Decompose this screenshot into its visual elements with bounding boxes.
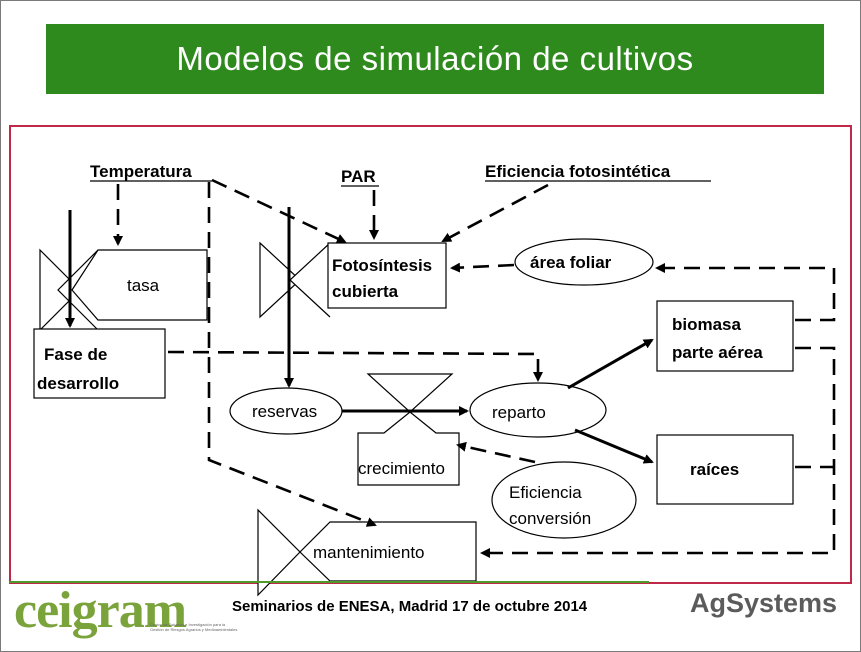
tasa-label: tasa — [127, 276, 160, 295]
tasa-valve — [39, 248, 208, 332]
reparto-ellipse — [469, 382, 607, 438]
ceigram-logo-subtitle: Centro de Estudios e Investigación para … — [150, 622, 238, 632]
raices-label: raíces — [690, 460, 739, 479]
dashed-flows — [113, 178, 836, 558]
footer-text: Seminarios de ENESA, Madrid 17 de octubr… — [232, 598, 588, 615]
eficiencia-conv-label-2: conversión — [509, 509, 591, 528]
diagram-frame — [9, 125, 852, 584]
area-foliar-label: área foliar — [530, 253, 612, 272]
reparto-label: reparto — [492, 403, 546, 422]
eficiencia-conv-label-1: Eficiencia — [509, 483, 582, 502]
eficiencia-fotosintetica-label: Eficiencia fotosintética — [485, 162, 671, 181]
mantenimiento-label: mantenimiento — [313, 543, 425, 562]
fase-label-1: Fase de — [44, 345, 107, 364]
temperatura-label: Temperatura — [90, 162, 192, 181]
par-label: PAR — [341, 167, 376, 186]
reservas-label: reservas — [252, 402, 317, 421]
footer-rule — [9, 581, 649, 583]
eficiencia-conversion-ellipse — [491, 461, 637, 539]
slide-title: Modelos de simulación de cultivos — [176, 40, 694, 77]
crecimiento-valve — [357, 373, 460, 486]
biomasa-label-1: biomasa — [672, 315, 742, 334]
fotosintesis-label-1: Fotosíntesis — [332, 256, 432, 275]
fase-desarrollo-box — [33, 328, 166, 399]
biomasa-box — [656, 300, 794, 372]
agsystems-logo: AgSystems — [690, 588, 838, 618]
mantenimiento-valve — [257, 508, 477, 597]
fotosintesis-valve — [259, 241, 447, 319]
ceigram-logo: ceigram — [14, 582, 187, 639]
fase-label-2: desarrollo — [37, 374, 119, 393]
fotosintesis-label-2: cubierta — [332, 282, 399, 301]
raices-box — [656, 434, 794, 505]
crecimiento-label: crecimiento — [358, 459, 445, 478]
solid-flows — [65, 207, 654, 464]
area-foliar-ellipse — [514, 238, 654, 286]
title-band: Modelos de simulación de cultivos — [46, 24, 824, 94]
biomasa-label-2: parte aérea — [672, 343, 763, 362]
